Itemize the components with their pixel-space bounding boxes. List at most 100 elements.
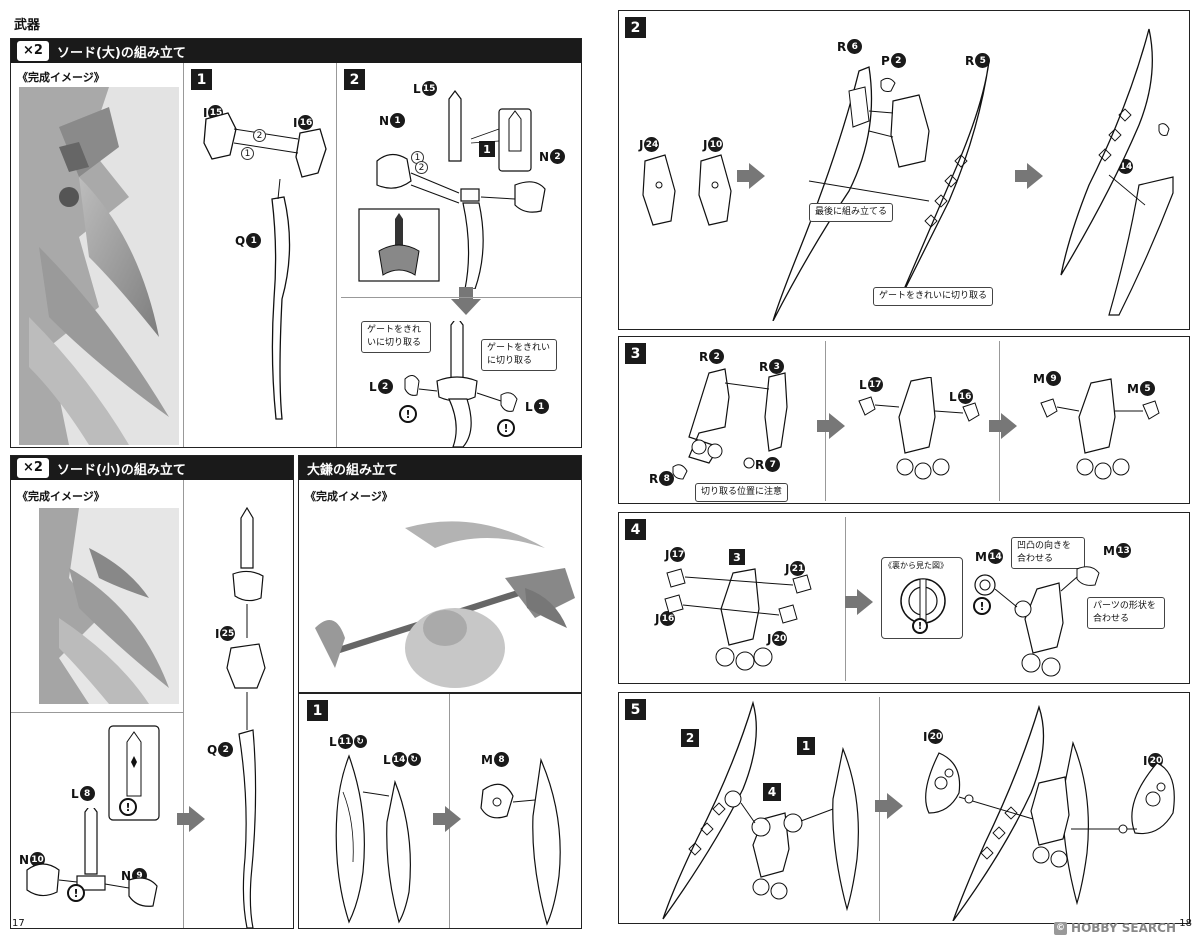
step-number: 1 <box>191 69 212 90</box>
watermark-text: HOBBY SEARCH <box>1071 921 1176 935</box>
shape-callout: パーツの形状を合わせる <box>1087 597 1165 629</box>
step5-diagram-1 <box>662 700 859 920</box>
sword-large-substep-diagram <box>404 321 518 447</box>
rotate-icon: ↻ <box>407 753 421 766</box>
step-number: 4 <box>625 519 646 540</box>
arrow-right-icon <box>989 413 1017 439</box>
exclamation-icon: ! <box>399 405 417 423</box>
sword-large-section: ×2 ソード(大)の組み立て 《完成イメージ》 <box>10 38 582 448</box>
arrow-right-icon <box>875 793 903 819</box>
complete-image-label: 《完成イメージ》 <box>17 490 105 503</box>
step4-diagram-1 <box>664 568 812 671</box>
sub-step-number: 3 <box>729 549 745 565</box>
sub-step-number: 4 <box>763 783 781 801</box>
order-marker: 2 <box>253 129 266 142</box>
step3-diagram-2 <box>858 377 980 480</box>
page-number: 18 <box>1179 918 1192 929</box>
step2-parts-j <box>642 154 732 226</box>
step2-result-diagram <box>1060 28 1174 316</box>
complete-image-photo <box>19 87 179 445</box>
complete-image-photo <box>39 508 179 704</box>
sword-small-title: ソード(小)の組み立て <box>56 462 186 478</box>
build-last-callout: 最後に組み立てる <box>809 203 894 222</box>
cut-position-callout: 切り取る位置に注意 <box>695 483 789 502</box>
arrow-right-icon <box>177 806 205 832</box>
exclamation-icon: ! <box>973 597 991 615</box>
step-number: 2 <box>344 69 365 90</box>
step-number: 5 <box>625 699 646 720</box>
arrow-right-icon <box>845 589 873 615</box>
sword-large-step1-diagram <box>203 112 327 420</box>
step2-section: 2 J24 J10 R6 P2 R5 J14 <box>618 10 1190 330</box>
step2-main-diagram <box>772 60 990 321</box>
step-number: 2 <box>625 17 646 38</box>
multiplier-badge: ×2 <box>17 41 49 61</box>
divider <box>299 692 581 694</box>
gate-callout-right: ゲートをきれいに切り取る <box>481 339 557 371</box>
gate-cut-callout: ゲートをきれいに切り取る <box>873 287 994 306</box>
scythe-header: 大鎌の組み立て <box>299 456 581 480</box>
scythe-step1-result <box>480 757 561 926</box>
order-marker: 2 <box>415 161 428 174</box>
exclamation-icon: ! <box>67 884 85 902</box>
left-page: 武器 ×2 ソード(大)の組み立て 《完成イメージ》 <box>10 18 582 929</box>
sword-small-vertical-diagram <box>226 506 266 928</box>
divider <box>341 297 581 298</box>
step-number: 1 <box>307 700 328 721</box>
arrow-down-icon <box>451 287 481 315</box>
complete-image-label: 《完成イメージ》 <box>305 490 393 503</box>
exclamation-icon: ! <box>912 618 928 634</box>
back-view-inset: 《裏から見た図》 ! <box>881 557 963 639</box>
divider <box>11 712 183 713</box>
scythe-title: 大鎌の組み立て <box>307 462 399 478</box>
complete-image-label: 《完成イメージ》 <box>17 71 105 84</box>
sub-step-number: 1 <box>797 737 815 755</box>
complete-image-photo <box>305 508 577 688</box>
multiplier-badge: ×2 <box>17 458 49 478</box>
right-page: 2 J24 J10 R6 P2 R5 J14 <box>600 0 1200 939</box>
sword-large-title: ソード(大)の組み立て <box>56 45 186 61</box>
align-callout: 凹凸の向きを合わせる <box>1011 537 1085 569</box>
sub-step-number: 2 <box>681 729 699 747</box>
step3-diagram-1 <box>672 368 788 480</box>
sword-small-header: ×2 ソード(小)の組み立て <box>11 456 293 480</box>
sword-large-step2-diagram <box>358 90 546 289</box>
divider <box>183 480 184 928</box>
divider <box>183 63 184 447</box>
step4-diagram-2 <box>974 566 1100 677</box>
watermark-logo-icon: © <box>1054 921 1068 935</box>
order-marker: 1 <box>241 147 254 160</box>
